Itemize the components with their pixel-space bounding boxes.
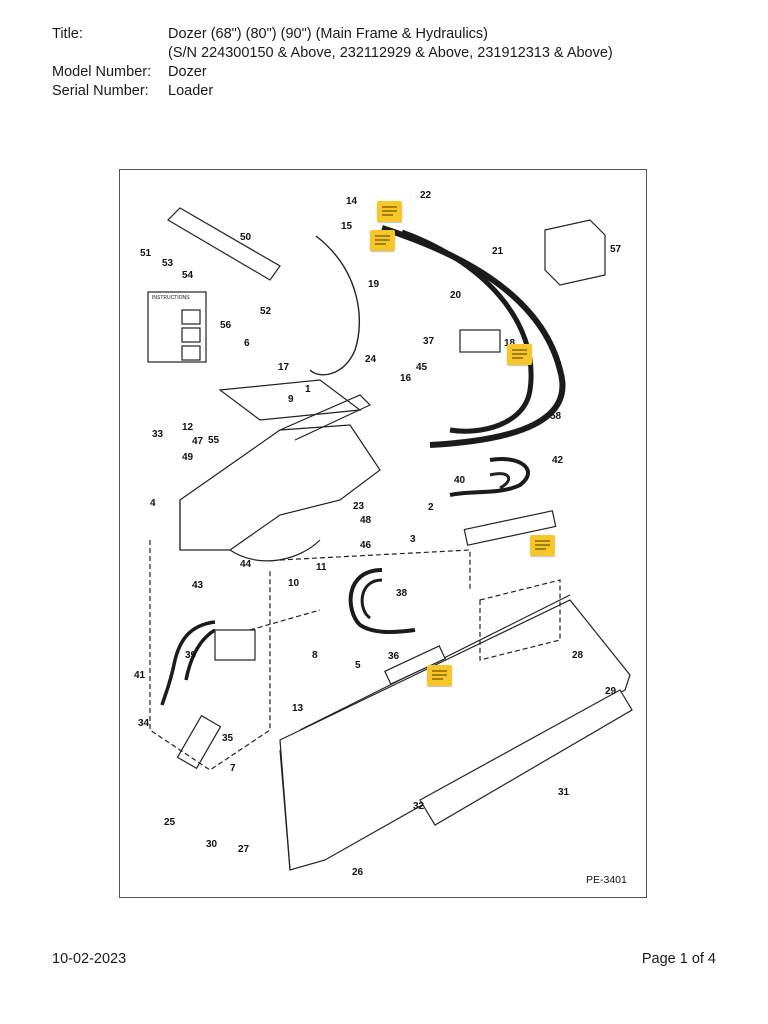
callout-22: 22 (420, 190, 432, 201)
title-label: Title: (52, 26, 83, 42)
footer-page-number: Page 1 of 4 (641, 951, 716, 967)
exploded-view-drawing: 1234567891011121314151617181920212223242… (134, 190, 633, 886)
callout-35: 35 (222, 733, 234, 744)
callout-21: 21 (492, 246, 504, 257)
callout-19: 19 (368, 279, 380, 290)
callout-20: 20 (450, 290, 462, 301)
callout-57: 57 (610, 244, 622, 255)
model-label: Model Number: (52, 64, 152, 80)
callout-15: 15 (341, 221, 353, 232)
callout-36: 36 (388, 651, 400, 662)
note-icon (512, 349, 527, 359)
instructions-sheet-label: INSTRUCTIONS (152, 295, 190, 301)
callout-4: 4 (150, 498, 156, 509)
serial-value: Loader (168, 83, 214, 99)
callout-29: 29 (605, 686, 617, 697)
callout-39: 39 (185, 650, 197, 661)
footer-date: 10-02-2023 (52, 951, 127, 967)
annotation-note-4[interactable] (530, 535, 555, 556)
callout-38: 38 (396, 588, 408, 599)
callout-16: 16 (400, 373, 412, 384)
callout-11: 11 (316, 562, 327, 573)
document-header: Title: Dozer (68") (80") (90") (Main Fra… (52, 25, 613, 101)
callout-3: 3 (410, 534, 416, 545)
callout-56: 56 (220, 320, 232, 331)
callout-54: 54 (182, 270, 194, 281)
callout-31: 31 (558, 787, 570, 798)
callout-5: 5 (355, 660, 361, 671)
callout-50: 50 (240, 232, 252, 243)
callout-18: 18 (504, 338, 516, 349)
callout-32: 32 (413, 801, 425, 812)
callout-34: 34 (138, 718, 150, 729)
note-icon (382, 206, 397, 216)
callout-8: 8 (312, 650, 318, 661)
callout-1: 1 (305, 384, 311, 395)
callout-44: 44 (240, 559, 252, 570)
callout-2: 2 (428, 502, 434, 513)
callout-23: 23 (353, 501, 365, 512)
callout-55: 55 (208, 435, 220, 446)
callout-37: 37 (423, 336, 435, 347)
callout-43: 43 (192, 580, 204, 591)
callout-28: 28 (572, 650, 584, 661)
callout-25: 25 (164, 817, 176, 828)
callout-9: 9 (288, 394, 294, 405)
callout-58: 58 (550, 411, 562, 422)
callout-6: 6 (244, 338, 250, 349)
callout-49: 49 (182, 452, 194, 463)
callout-14: 14 (346, 196, 358, 207)
callout-47: 47 (192, 436, 204, 447)
callout-7: 7 (230, 763, 236, 774)
note-icon (375, 235, 390, 245)
callout-48: 48 (360, 515, 372, 526)
callout-10: 10 (288, 578, 300, 589)
callout-17: 17 (278, 362, 290, 373)
callout-13: 13 (292, 703, 304, 714)
serial-row: Serial Number: Loader (52, 82, 613, 101)
title-line-1: Dozer (68") (80") (90") (Main Frame & Hy… (168, 26, 489, 42)
callout-46: 46 (360, 540, 372, 551)
callout-24: 24 (365, 354, 377, 365)
callout-27: 27 (238, 844, 250, 855)
figure-id: PE-3401 (586, 874, 627, 886)
model-value: Dozer (168, 64, 207, 80)
title-line-2: (S/N 224300150 & Above, 232112929 & Abov… (168, 45, 613, 61)
callout-33: 33 (152, 429, 164, 440)
callout-45: 45 (416, 362, 428, 373)
annotation-note-5[interactable] (427, 665, 452, 686)
callout-53: 53 (162, 258, 174, 269)
note-icon (432, 670, 447, 680)
annotation-note-2[interactable] (370, 230, 395, 251)
callout-42: 42 (552, 455, 564, 466)
callout-12: 12 (182, 422, 194, 433)
parts-diagram: 1234567891011121314151617181920212223242… (119, 169, 647, 898)
annotation-note-3[interactable] (507, 344, 532, 365)
serial-label: Serial Number: (52, 83, 149, 99)
callout-40: 40 (454, 475, 466, 486)
callout-30: 30 (206, 839, 218, 850)
callout-51: 51 (140, 248, 152, 259)
model-row: Model Number: Dozer (52, 63, 613, 82)
callout-26: 26 (352, 867, 364, 878)
annotation-note-1[interactable] (377, 201, 402, 222)
callout-52: 52 (260, 306, 272, 317)
note-icon (535, 540, 550, 550)
callout-41: 41 (134, 670, 146, 681)
title-row: Title: Dozer (68") (80") (90") (Main Fra… (52, 25, 613, 63)
